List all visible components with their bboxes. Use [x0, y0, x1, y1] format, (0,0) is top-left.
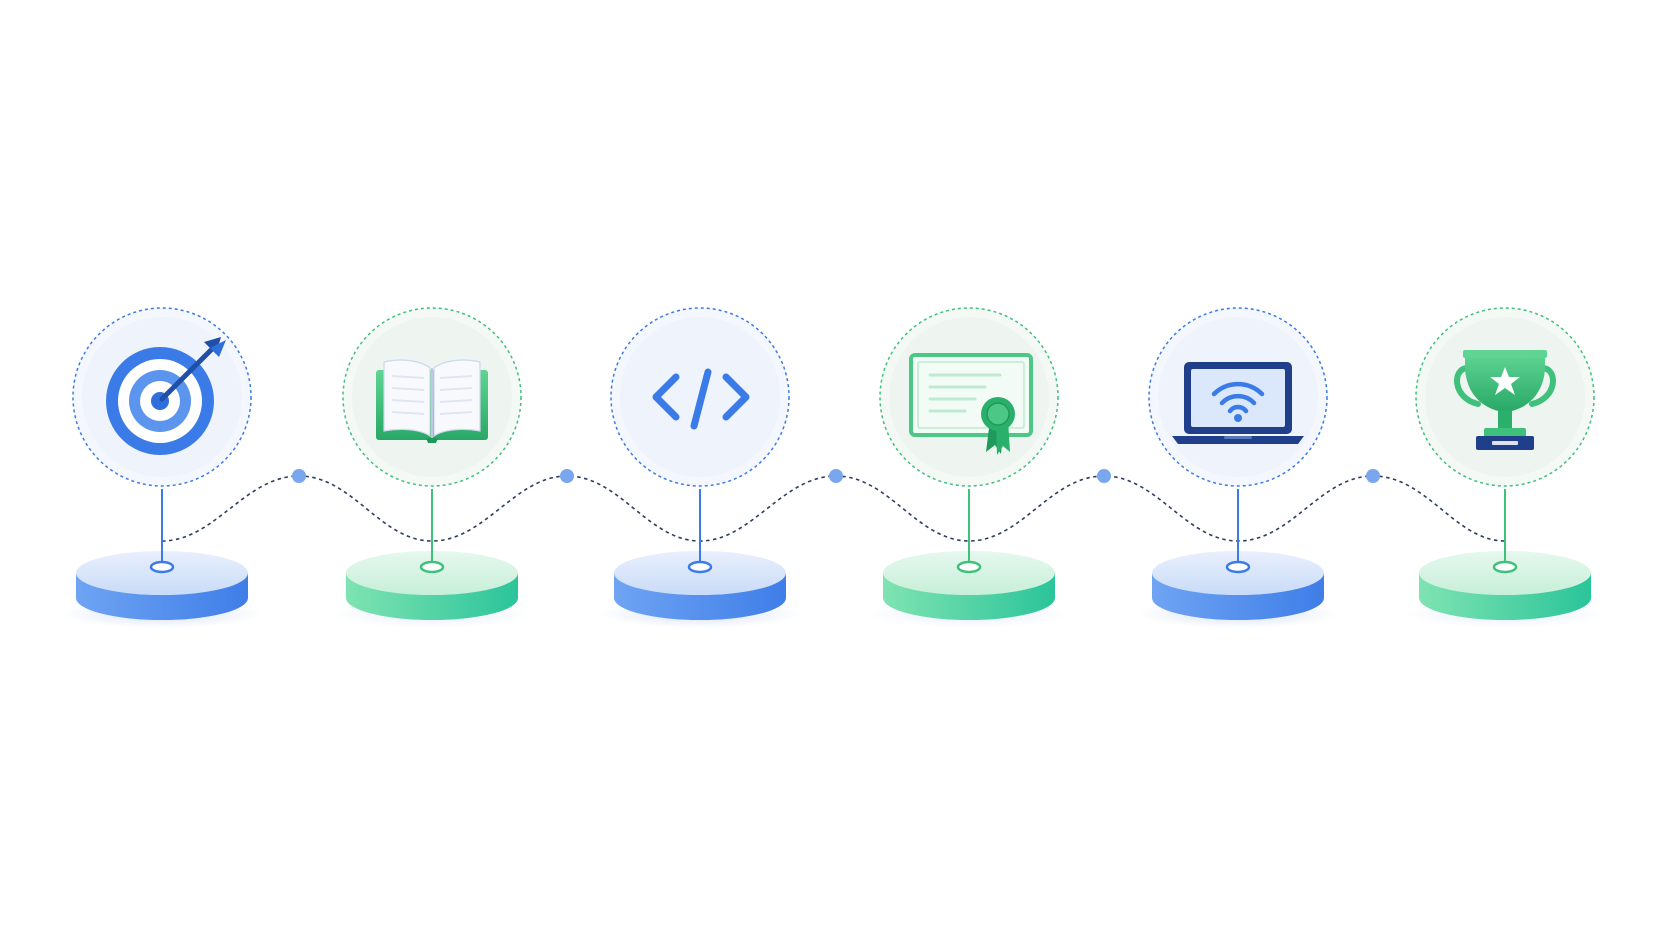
milestone-node	[332, 307, 532, 628]
milestone-node	[1138, 307, 1338, 628]
target-icon	[106, 337, 226, 455]
connector-dot	[560, 469, 574, 483]
connector-dot	[292, 469, 306, 483]
milestone-node	[62, 307, 262, 628]
certificate-icon	[909, 353, 1033, 455]
trophy-icon	[1454, 350, 1556, 450]
milestone-node	[600, 307, 800, 628]
code-icon	[652, 368, 750, 430]
milestone-node	[869, 307, 1069, 628]
connector-dot	[829, 469, 843, 483]
connector-layer	[161, 469, 1506, 542]
laptop-wifi-icon	[1172, 362, 1304, 444]
milestone-node	[1405, 307, 1605, 628]
connector-path	[161, 475, 1506, 542]
book-icon	[376, 359, 488, 443]
connector-dot	[1097, 469, 1111, 483]
connector-dot	[1366, 469, 1380, 483]
